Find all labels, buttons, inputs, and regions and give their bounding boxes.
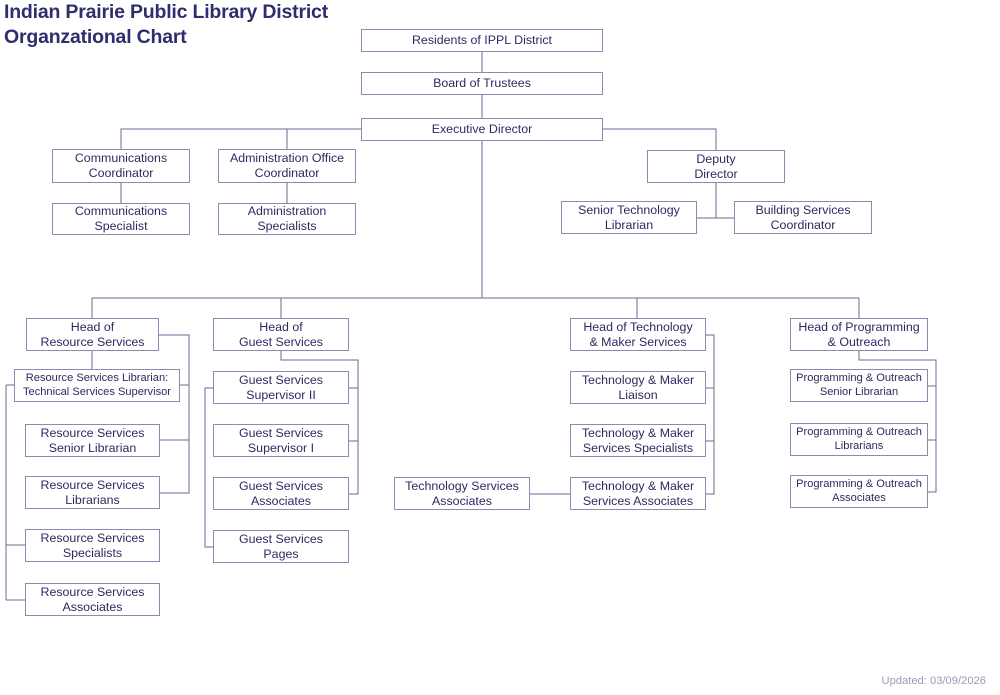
org-node-tms_assoc[interactable]: Technology & Maker Services Associates: [570, 477, 706, 510]
org-node-tm_liaison[interactable]: Technology & Maker Liaison: [570, 371, 706, 404]
org-node-gs_pages[interactable]: Guest Services Pages: [213, 530, 349, 563]
org-node-label: Programming & Outreach Librarians: [796, 426, 922, 452]
org-node-rs_tech_sup[interactable]: Resource Services Librarian: Technical S…: [14, 369, 180, 402]
org-node-deputy[interactable]: Deputy Director: [647, 150, 785, 183]
org-node-head_po[interactable]: Head of Programming & Outreach: [790, 318, 928, 351]
edge-exec-communications: [120, 128, 361, 149]
org-node-label: Communications Specialist: [74, 204, 168, 233]
org-node-label: Technology & Maker Services Associates: [581, 478, 695, 508]
org-node-label: Guest Services Supervisor I: [238, 425, 323, 455]
org-node-label: Technology & Maker Services Specialists: [581, 425, 695, 455]
org-node-label: Building Services Coordinator: [755, 202, 851, 232]
org-node-board[interactable]: Board of Trustees: [361, 72, 603, 95]
org-node-label: Administration Specialists: [247, 204, 327, 233]
org-node-label: Deputy Director: [694, 151, 738, 181]
org-node-po_assoc[interactable]: Programming & Outreach Associates: [790, 475, 928, 508]
org-node-residents[interactable]: Residents of IPPL District: [361, 29, 603, 52]
org-node-label: Technology & Maker Liaison: [581, 372, 695, 402]
edge-rs-right-rail: [159, 334, 190, 494]
org-node-po_sr_lib[interactable]: Programming & Outreach Senior Librarian: [790, 369, 928, 402]
org-node-bldg_svcs[interactable]: Building Services Coordinator: [734, 201, 872, 234]
org-node-label: Head of Resource Services: [40, 319, 145, 349]
org-node-label: Guest Services Pages: [238, 531, 323, 561]
org-node-label: Resource Services Librarian: Technical S…: [23, 372, 171, 398]
org-node-label: Head of Guest Services: [238, 319, 323, 349]
org-node-label: Residents of IPPL District: [411, 33, 553, 48]
org-node-tech_svcs_assoc[interactable]: Technology Services Associates: [394, 477, 530, 510]
org-node-sr_tech_lib[interactable]: Senior Technology Librarian: [561, 201, 697, 234]
org-node-label: Resource Services Librarians: [40, 477, 145, 507]
org-node-gs_sup1[interactable]: Guest Services Supervisor I: [213, 424, 349, 457]
edge-gs-left-rail: [204, 387, 213, 548]
org-node-label: Technology Services Associates: [405, 478, 519, 508]
org-node-admin_spec[interactable]: Administration Specialists: [218, 203, 356, 235]
org-node-label: Head of Programming & Outreach: [798, 319, 920, 349]
page-title-line-1: Indian Prairie Public Library District: [4, 1, 328, 23]
org-node-admin_coord[interactable]: Administration Office Coordinator: [218, 149, 356, 183]
org-node-gs_sup2[interactable]: Guest Services Supervisor II: [213, 371, 349, 404]
page-title-line-2: Organzational Chart: [4, 26, 187, 48]
org-node-head_gs[interactable]: Head of Guest Services: [213, 318, 349, 351]
org-node-label: Communications Coordinator: [74, 151, 168, 180]
org-node-po_lib[interactable]: Programming & Outreach Librarians: [790, 423, 928, 456]
org-node-label: Resource Services Senior Librarian: [40, 425, 145, 455]
edge-exec-deputy: [603, 128, 717, 150]
updated-timestamp: Updated: 03/09/2026: [881, 675, 986, 687]
org-node-label: Resource Services Specialists: [40, 530, 145, 560]
org-node-rs_lib[interactable]: Resource Services Librarians: [25, 476, 160, 509]
org-node-gs_assoc[interactable]: Guest Services Associates: [213, 477, 349, 510]
org-node-comm_spec[interactable]: Communications Specialist: [52, 203, 190, 235]
org-node-head_rs[interactable]: Head of Resource Services: [26, 318, 159, 351]
org-node-exec[interactable]: Executive Director: [361, 118, 603, 141]
org-node-comm_coord[interactable]: Communications Coordinator: [52, 149, 190, 183]
org-node-label: Executive Director: [431, 122, 533, 137]
org-node-label: Administration Office Coordinator: [229, 151, 345, 180]
org-node-tms_spec[interactable]: Technology & Maker Services Specialists: [570, 424, 706, 457]
org-node-label: Board of Trustees: [433, 76, 531, 91]
org-node-rs_spec[interactable]: Resource Services Specialists: [25, 529, 160, 562]
org-node-label: Guest Services Supervisor II: [238, 372, 323, 402]
org-node-label: Head of Technology & Maker Services: [583, 319, 693, 349]
org-node-rs_sr_lib[interactable]: Resource Services Senior Librarian: [25, 424, 160, 457]
org-node-label: Programming & Outreach Associates: [796, 478, 922, 504]
org-node-label: Guest Services Associates: [238, 478, 323, 508]
org-node-label: Programming & Outreach Senior Librarian: [796, 372, 922, 398]
page-title: Indian Prairie Public Library District O…: [4, 0, 424, 50]
edge-tms-right-rail: [706, 334, 715, 495]
org-node-rs_assoc[interactable]: Resource Services Associates: [25, 583, 160, 616]
org-node-label: Senior Technology Librarian: [578, 202, 680, 232]
org-node-head_tms[interactable]: Head of Technology & Maker Services: [570, 318, 706, 351]
org-node-label: Resource Services Associates: [40, 584, 145, 614]
